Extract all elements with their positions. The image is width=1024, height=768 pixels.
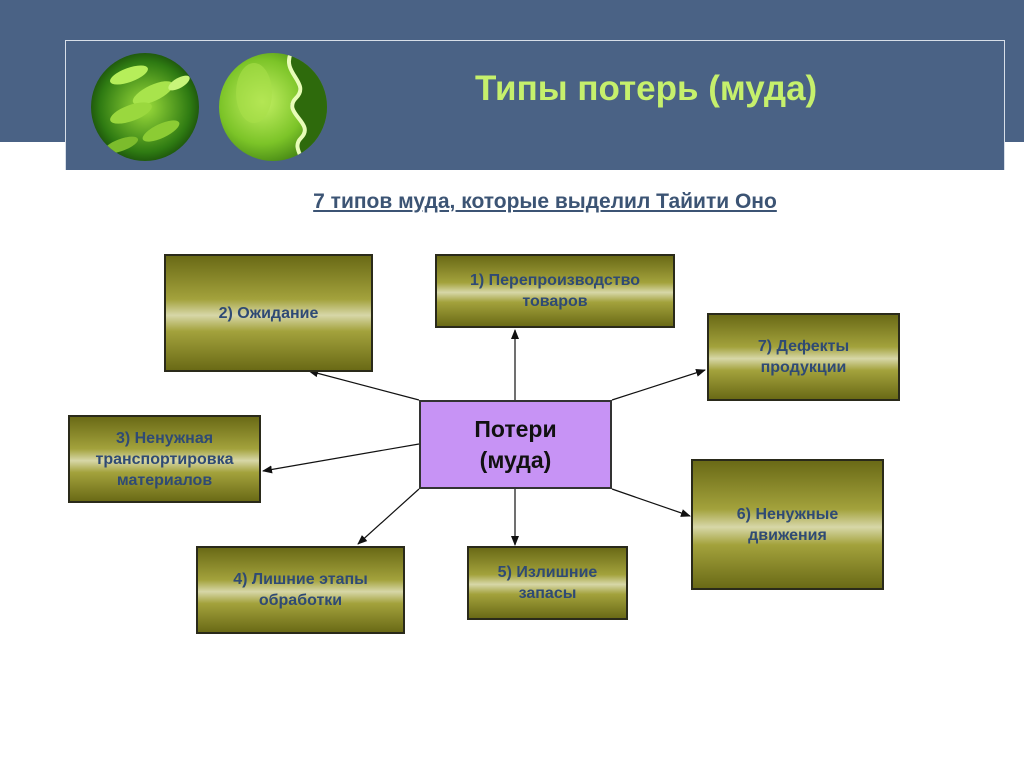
box-defects: 7) Дефекты продукции (707, 313, 900, 401)
arrow-to-box-7 (612, 370, 705, 400)
box-6-line-1: 6) Ненужные (737, 504, 838, 525)
box-3-line-1: 3) Ненужная (95, 428, 233, 449)
center-line-2: (муда) (474, 445, 556, 476)
box-7-line-2: продукции (758, 357, 849, 378)
box-2-line-1: 2) Ожидание (219, 303, 319, 324)
box-4-line-1: 4) Лишние этапы (233, 569, 368, 590)
box-3-line-2: транспортировка (95, 449, 233, 470)
box-5-line-1: 5) Излишние (498, 562, 598, 583)
box-transportation: 3) Ненужная транспортировка материалов (68, 415, 261, 503)
box-3-line-3: материалов (95, 470, 233, 491)
box-overproduction: 1) Перепроизводство товаров (435, 254, 675, 328)
box-1-line-2: товаров (470, 291, 640, 312)
box-4-line-2: обработки (233, 590, 368, 611)
box-extra-processing: 4) Лишние этапы обработки (196, 546, 405, 634)
box-motion: 6) Ненужные движения (691, 459, 884, 590)
box-waiting: 2) Ожидание (164, 254, 373, 372)
box-inventory: 5) Излишние запасы (467, 546, 628, 620)
arrow-to-box-3 (263, 444, 419, 471)
center-line-1: Потери (474, 414, 556, 445)
box-6-line-2: движения (737, 525, 838, 546)
arrow-to-box-4 (358, 489, 419, 544)
arrow-to-box-2 (309, 371, 419, 400)
center-node-losses: Потери (муда) (419, 400, 612, 489)
box-7-line-1: 7) Дефекты (758, 336, 849, 357)
arrow-to-box-6 (612, 489, 690, 516)
box-1-line-1: 1) Перепроизводство (470, 270, 640, 291)
box-5-line-2: запасы (498, 583, 598, 604)
